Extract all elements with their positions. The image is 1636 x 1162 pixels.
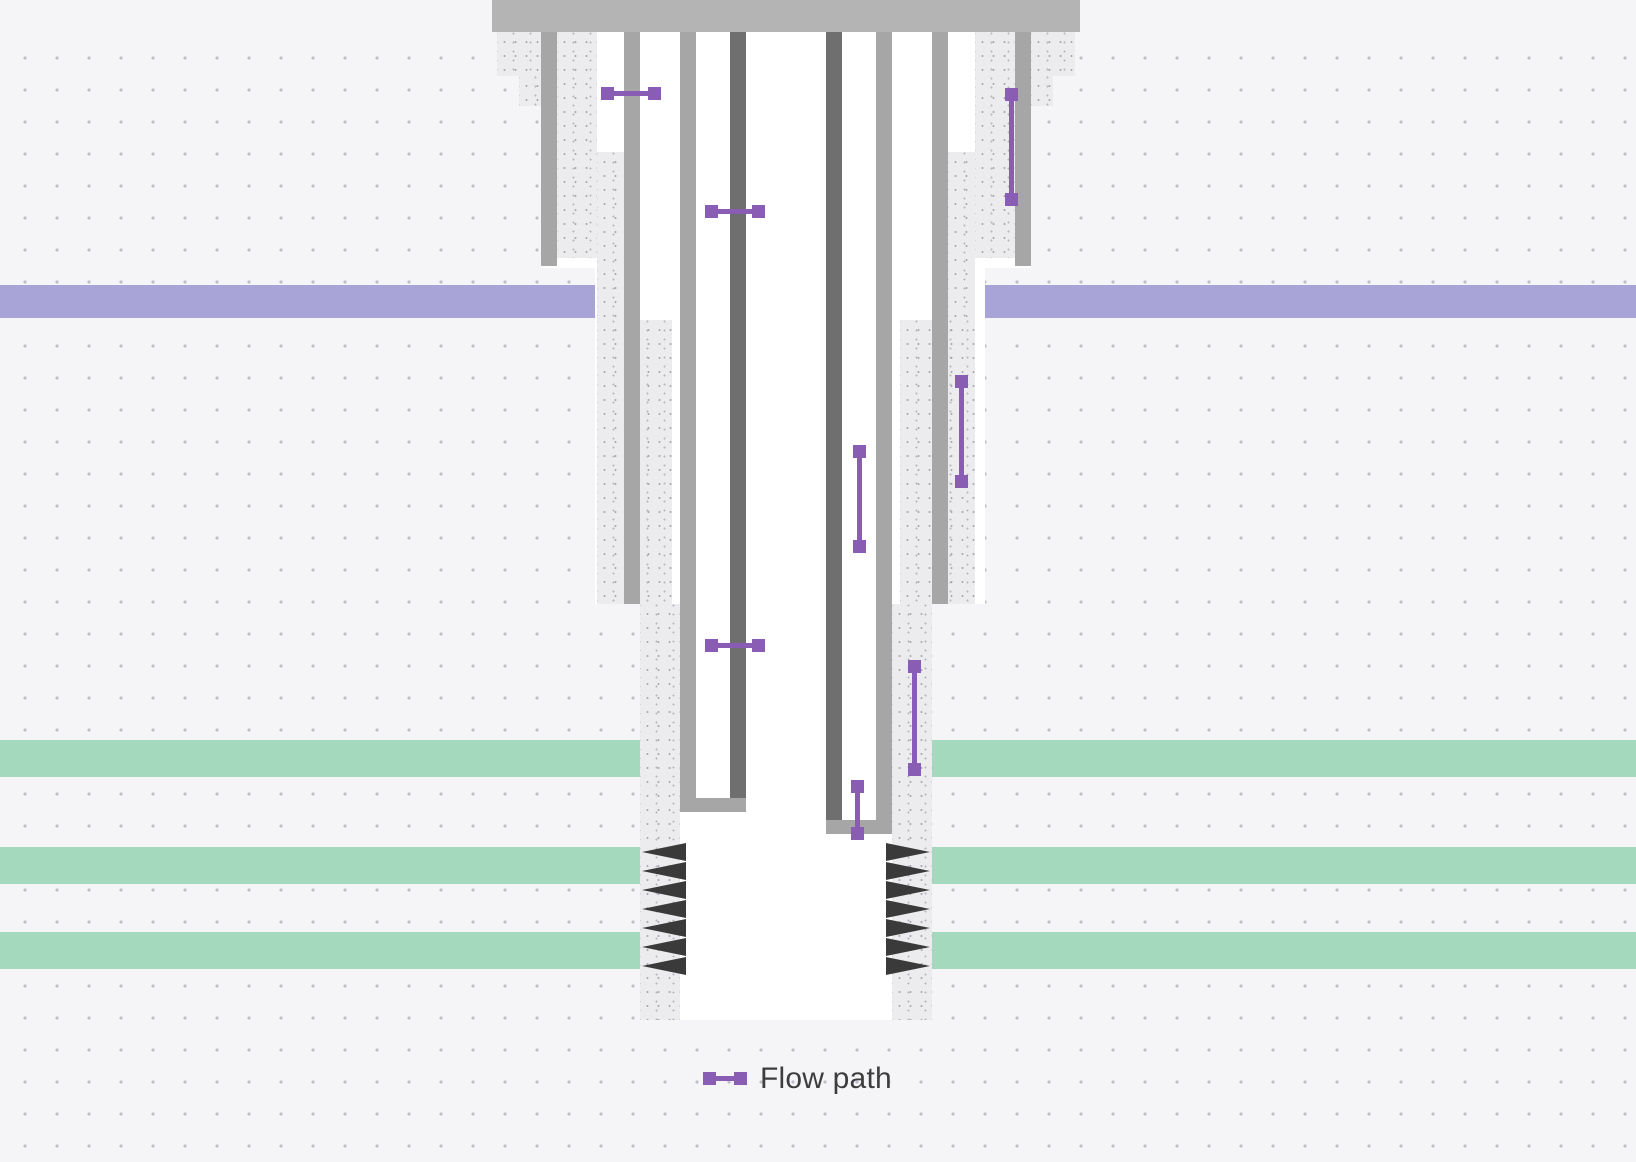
production-casing-right [876, 32, 892, 822]
perforation-icon [642, 881, 686, 899]
cement-conductor-annulus-right [975, 32, 1015, 258]
surface-casing-left [624, 32, 640, 604]
perforation-icon [886, 938, 930, 956]
perforations-right [886, 843, 930, 975]
perforation-icon [886, 919, 930, 937]
flow-path-dumbbell-icon [703, 1072, 747, 1085]
perforation-icon [642, 862, 686, 880]
perforation-icon [642, 957, 686, 975]
packer-left [680, 798, 746, 812]
legend-label: Flow path [760, 1062, 892, 1095]
perforations-left [642, 843, 686, 975]
cement-conductor-outer-right-step [1031, 76, 1053, 106]
perforation-icon [886, 957, 930, 975]
perforation-icon [886, 900, 930, 918]
perforation-icon [642, 900, 686, 918]
conductor-casing-left [541, 32, 557, 266]
perforation-icon [642, 938, 686, 956]
cement-surface-upper-left [597, 152, 624, 320]
flow-path-marker-6 [705, 639, 765, 652]
cement-surface-upper-right [948, 152, 975, 320]
flow-path-marker-4 [955, 375, 968, 488]
cement-conductor-annulus-left [557, 32, 597, 258]
perforation-icon [886, 862, 930, 880]
cement-conductor-outer-left [497, 32, 541, 76]
cement-conductor-outer-right [1031, 32, 1075, 76]
flow-path-marker-7 [908, 660, 921, 776]
cement-conductor-outer-left-step [519, 76, 541, 106]
tubing-left [730, 32, 746, 800]
flow-path-marker-2 [1005, 88, 1018, 206]
production-casing-left [680, 32, 696, 800]
conductor-casing-right [1015, 32, 1031, 266]
flow-path-marker-5 [853, 445, 866, 553]
perforation-icon [642, 919, 686, 937]
legend: Flow path [703, 1060, 1103, 1100]
flow-path-marker-3 [705, 205, 765, 218]
perforation-icon [886, 881, 930, 899]
perforation-icon [886, 843, 930, 861]
surface-casing-right [932, 32, 948, 604]
flow-path-marker-1 [601, 87, 661, 100]
tubing-right [826, 32, 842, 822]
flow-path-marker-8 [851, 780, 864, 840]
perforation-icon [642, 843, 686, 861]
surface-slab [492, 0, 1080, 32]
